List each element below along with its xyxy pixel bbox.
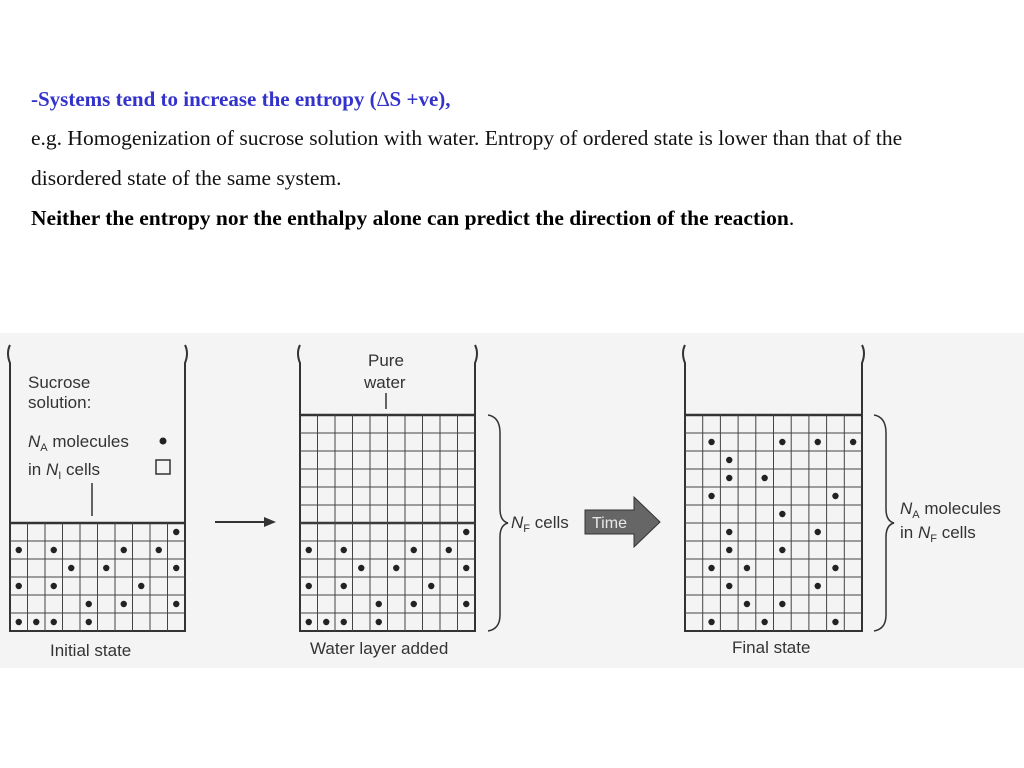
molecule-dot [708,438,715,446]
water-grid [300,415,475,631]
molecule-dot [726,546,733,554]
molecule-dot [779,438,786,446]
molecule-dot [120,600,127,608]
heading-suffix: S +ve), [389,87,451,111]
conclusion-paragraph: Neither the entropy nor the enthalpy alo… [31,198,991,238]
pure-label: Pure [368,351,404,370]
final-molecules [708,438,857,626]
molecule-dot [428,582,435,590]
final-grid [685,415,862,631]
molecule-dot [340,618,347,626]
molecule-dot [726,528,733,536]
molecule-dot [779,510,786,518]
initial-container: Sucrose solution: NA molecules in NI cel… [7,344,188,660]
water-caption: Water layer added [310,639,448,658]
molecule-dot [103,564,110,572]
molecule-dot [85,618,92,626]
molecule-dot [120,546,127,554]
initial-cells-label: in NI cells [28,460,100,482]
molecule-dot [779,546,786,554]
molecule-dot [340,582,347,590]
molecule-dot [814,528,821,536]
text-block: -Systems tend to increase the entropy (∆… [31,80,991,238]
solution-label: solution: [28,393,91,412]
molecule-dot [15,546,22,554]
initial-molecules-label: NA molecules [28,432,129,454]
molecule-dot [849,438,857,446]
molecule-dot [68,564,75,572]
molecule-dot [708,492,715,500]
molecule-dot [393,564,400,572]
molecule-dot [50,618,57,626]
molecule-dot [85,600,92,608]
molecule-dot [305,546,312,554]
diffusion-diagram: Sucrose solution: NA molecules in NI cel… [7,344,1001,660]
final-caption: Final state [732,638,810,657]
diffusion-figure: Sucrose solution: NA molecules in NI cel… [0,333,1024,668]
entropy-heading: -Systems tend to increase the entropy (∆… [31,80,991,118]
water-label: water [363,373,406,392]
molecule-dot [463,564,470,572]
molecule-dot [726,582,733,590]
molecule-dot [832,564,839,572]
molecule-dot [50,582,57,590]
molecule-dot [761,474,768,482]
molecule-dot [33,618,40,626]
conclusion-period: . [788,206,795,230]
sucrose-label: Sucrose [28,373,90,392]
molecule-dot [708,564,715,572]
molecule-dot [445,546,452,554]
molecule-dot [743,600,751,608]
initial-caption: Initial state [50,641,131,660]
molecule-dot [814,582,821,590]
molecule-dot [761,618,768,626]
molecule-dot [340,546,347,554]
initial-molecules [15,528,180,626]
molecule-dot [779,600,786,608]
molecule-dot [463,600,470,608]
molecule-dot [138,582,145,590]
molecule-dot [375,600,382,608]
final-cells-label: in NF cells [900,523,976,545]
time-arrow: Time [584,495,661,549]
molecule-dot [463,528,470,536]
molecule-dot [173,564,180,572]
molecule-dot [832,492,839,500]
heading-prefix: -Systems tend to increase the entropy ( [31,87,377,111]
molecule-dot [50,546,57,554]
molecule-dot [410,546,417,554]
nf-brace [487,414,509,632]
water-molecules [305,528,470,626]
cell-legend-square [155,459,171,475]
molecule-dot [173,528,180,536]
final-container: Final state [682,344,865,657]
conclusion-bold: Neither the entropy nor the enthalpy alo… [31,206,789,230]
molecule-dot [726,456,733,464]
delta-symbol: ∆ [376,87,390,111]
molecule-dot [814,438,821,446]
water-container: Pure water Water layer added [297,344,478,658]
molecule-dot [15,618,22,626]
time-label: Time [592,515,627,532]
molecule-dot [305,582,312,590]
molecule-dot [155,546,162,554]
molecule-dot [832,618,839,626]
initial-grid [10,523,185,631]
nf-cells-label: NF cells [511,513,569,535]
molecule-dot [305,618,312,626]
final-brace [873,414,895,632]
molecule-dot [173,600,180,608]
molecule-dot [375,618,382,626]
molecule-dot [15,582,22,590]
example-paragraph: e.g. Homogenization of sucrose solution … [31,126,903,190]
molecule-dot [726,474,733,482]
molecule-dot [743,564,751,572]
molecule-legend-dot [159,437,167,445]
molecule-dot [410,600,417,608]
molecule-dot [708,618,715,626]
molecule-dot [323,618,330,626]
molecule-dot [358,564,365,572]
final-molecules-label: NA molecules [900,499,1001,521]
process-arrow [215,517,276,527]
